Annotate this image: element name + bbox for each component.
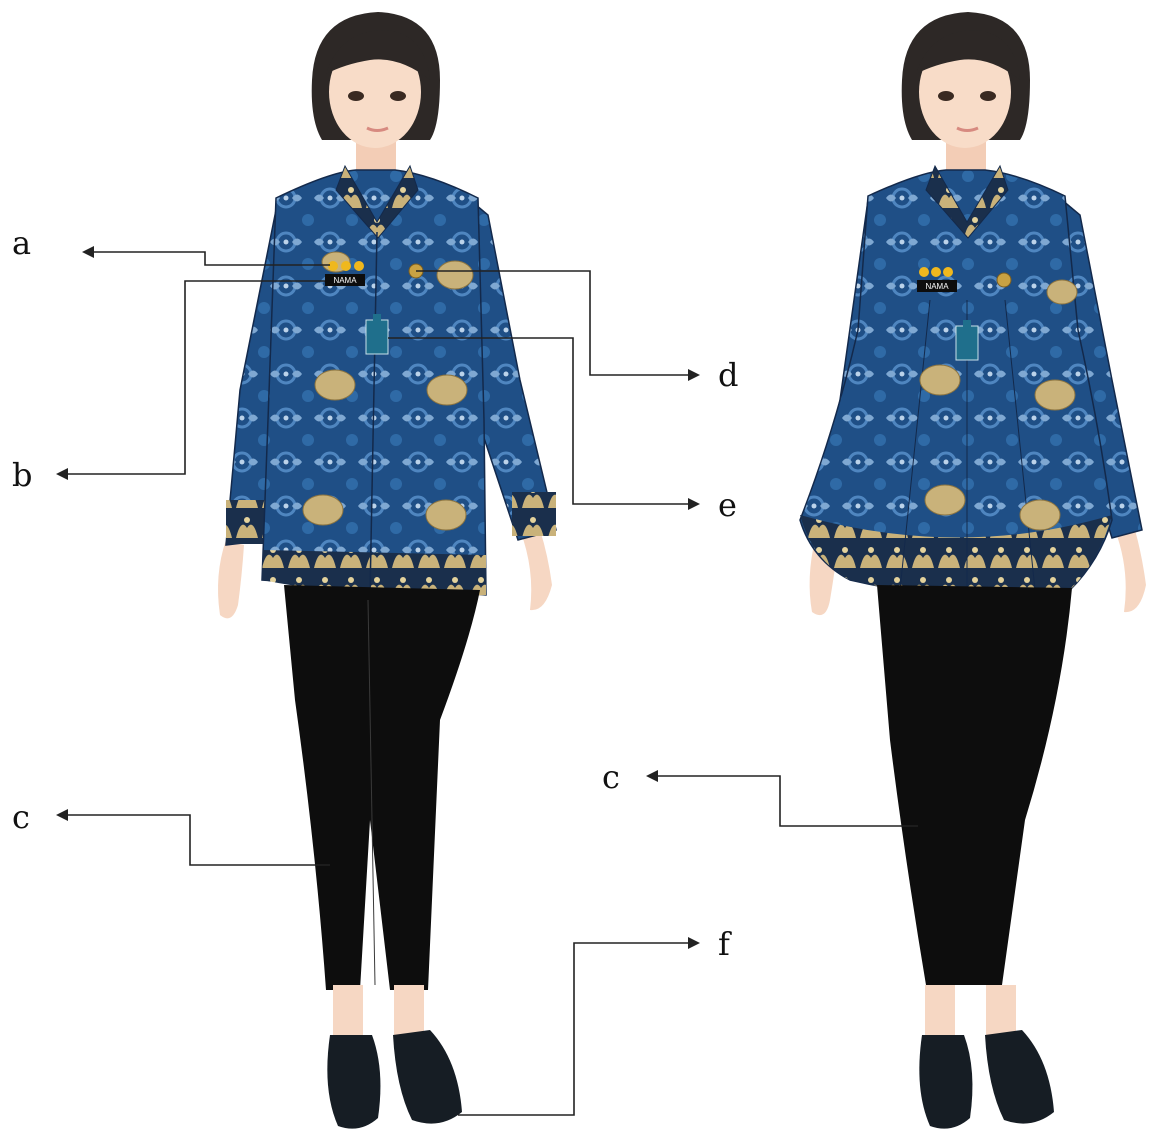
leader-b-arrowhead	[56, 468, 68, 480]
left-shoe-l	[327, 1035, 381, 1129]
right-hand-right	[1115, 530, 1146, 613]
callout-b: b	[12, 456, 32, 494]
left-trouser-crease	[367, 599, 376, 986]
leader-lines	[56, 246, 918, 1116]
leader-b	[66, 280, 325, 475]
left-ankle-r	[394, 985, 424, 1040]
leader-a	[92, 251, 330, 266]
right-mouth	[956, 126, 979, 132]
left-cuff-right	[512, 492, 556, 536]
leader-d-arrowhead	[688, 369, 700, 381]
left-mouth	[366, 126, 389, 132]
right-id-badge-clip	[963, 320, 971, 327]
leader-c-right	[656, 775, 918, 827]
right-ankle-l	[925, 985, 955, 1040]
right-emblems	[919, 279, 1078, 531]
right-shoe-r	[985, 1030, 1054, 1124]
leader-c-right-arrowhead	[646, 770, 658, 782]
left-name-tag	[325, 274, 365, 286]
leader-c-left	[66, 814, 330, 866]
figure-right: NAMA	[799, 12, 1146, 1129]
right-eye-r	[980, 91, 996, 101]
callout-labels: a b c d e f c	[12, 224, 738, 963]
right-face	[919, 36, 1011, 148]
left-rank-insignia	[328, 261, 364, 271]
left-trousers	[284, 585, 480, 990]
left-shoe-r	[393, 1030, 462, 1124]
callout-f: f	[718, 925, 732, 963]
left-eye-l	[348, 91, 364, 101]
right-collar	[925, 164, 1009, 239]
callout-c-right: c	[602, 758, 620, 796]
right-shoe-l	[919, 1035, 973, 1129]
left-id-badge	[365, 319, 389, 355]
right-name-tag	[917, 280, 957, 292]
callout-d: d	[718, 356, 738, 394]
right-name-tag-text: NAMA	[925, 282, 949, 291]
leader-a-arrowhead	[82, 246, 94, 258]
leader-c-left-arrowhead	[56, 809, 68, 821]
callout-e: e	[718, 486, 737, 524]
leader-f-arrowhead	[688, 937, 700, 949]
callout-c-left: c	[12, 798, 30, 836]
left-placket	[369, 231, 378, 596]
right-fringe	[916, 30, 1020, 80]
right-rank-insignia	[919, 267, 953, 277]
right-eye-l	[938, 91, 954, 101]
leader-e	[388, 337, 690, 505]
figure-left: NAMA	[218, 12, 557, 1129]
callout-a: a	[12, 224, 31, 262]
left-name-tag-text: NAMA	[333, 276, 357, 285]
left-fringe	[326, 30, 430, 80]
left-id-badge-clip	[373, 314, 381, 321]
right-ankle-r	[986, 985, 1016, 1040]
leader-e-arrowhead	[688, 498, 700, 510]
left-face	[329, 36, 421, 148]
left-hand-right	[520, 530, 552, 611]
left-collar	[335, 164, 419, 239]
leader-f	[458, 942, 690, 1116]
leader-d	[416, 270, 690, 376]
left-hand-left	[218, 540, 244, 619]
left-blouse-hem	[262, 550, 486, 597]
right-korpri-pin	[996, 272, 1012, 288]
right-id-badge	[955, 325, 979, 361]
left-ankle-l	[333, 985, 363, 1040]
right-skirt	[877, 585, 1072, 985]
left-cuff-left	[226, 500, 270, 544]
left-eye-r	[390, 91, 406, 101]
